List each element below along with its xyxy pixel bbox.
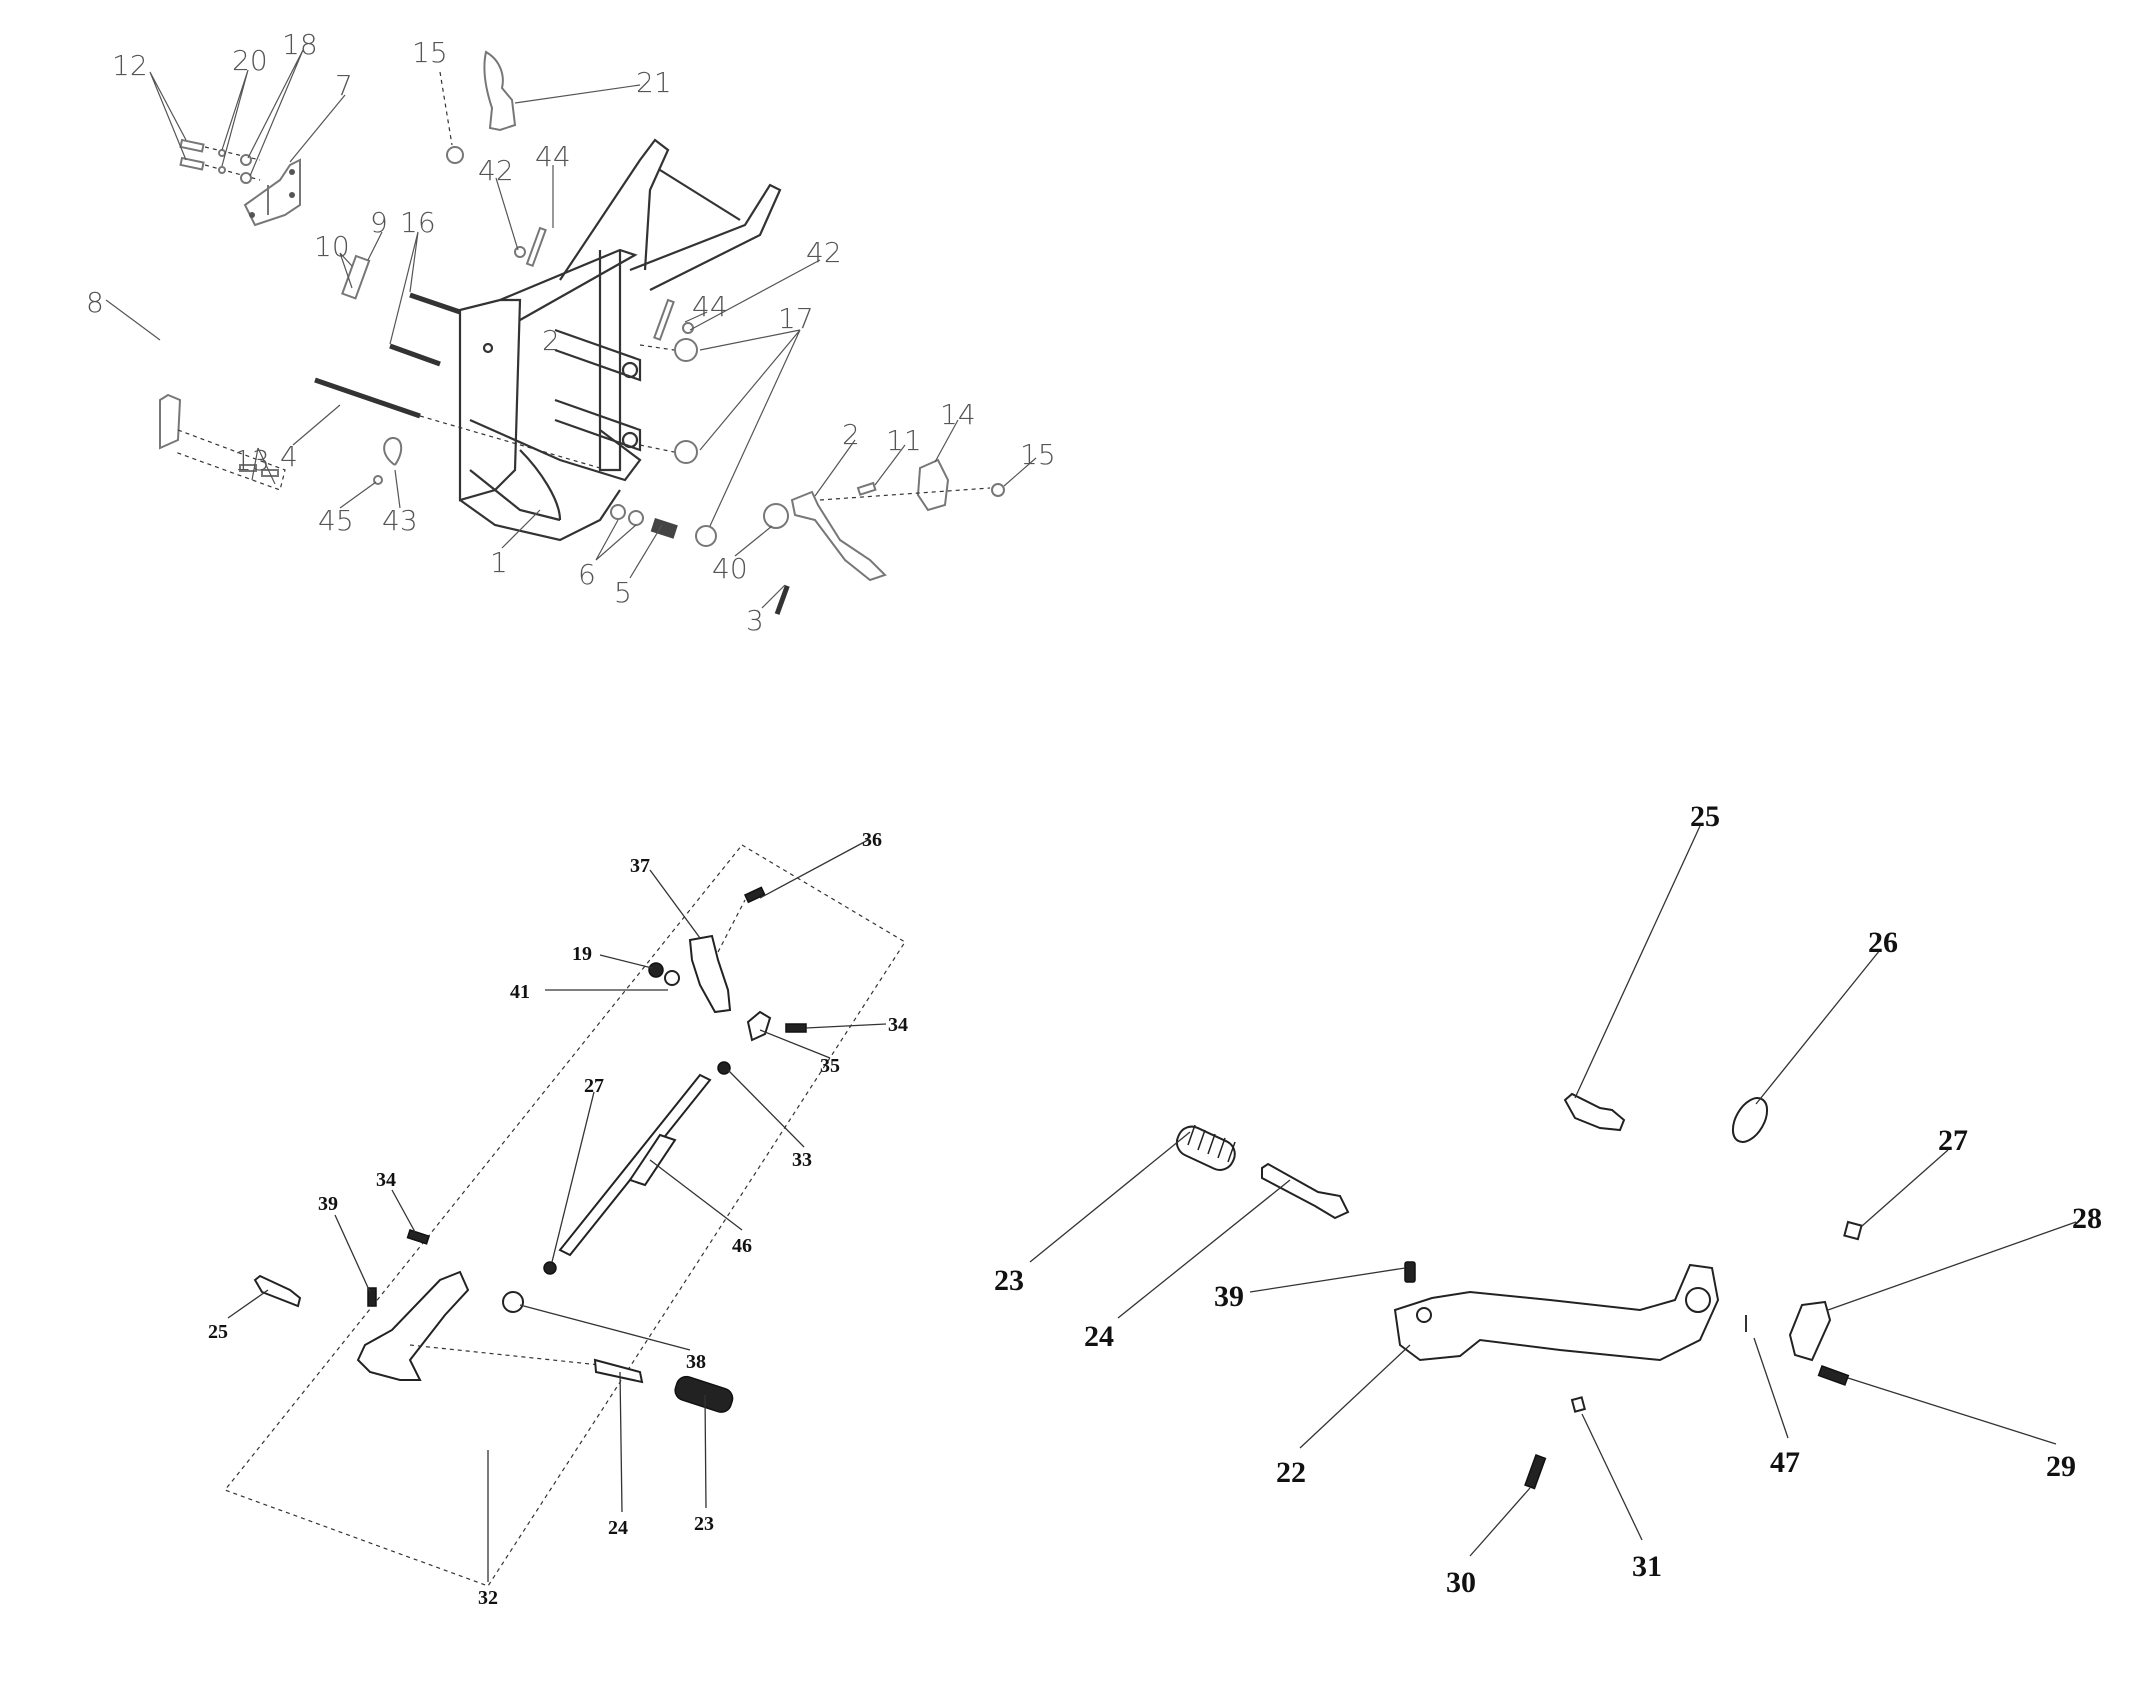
callout-34: 34 (888, 1014, 908, 1036)
callout-15: 15 (412, 36, 448, 69)
callout-2: 2 (542, 324, 560, 357)
nut-17-part (639, 338, 789, 547)
nut-part (446, 146, 464, 164)
callout-42: 42 (478, 154, 514, 187)
callout-6: 6 (578, 558, 596, 591)
callout-38: 38 (686, 1351, 706, 1373)
callout-31: 31 (1632, 1550, 1662, 1583)
callout-43: 43 (382, 504, 418, 537)
callout-9: 9 (370, 206, 388, 239)
callout-7: 7 (335, 69, 353, 102)
callout-47: 47 (1770, 1446, 1800, 1479)
callout-27: 27 (584, 1075, 604, 1097)
callout-40: 40 (712, 552, 748, 585)
callout-32: 32 (478, 1587, 498, 1609)
callout-30: 30 (1446, 1566, 1476, 1599)
callout-39r: 39 (1214, 1280, 1244, 1313)
callout-5: 5 (614, 576, 632, 609)
callout-4: 4 (280, 440, 298, 473)
callout-11: 11 (886, 424, 922, 457)
callout-44b: 44 (692, 290, 728, 323)
callout-33: 33 (792, 1149, 812, 1171)
callout-45: 45 (318, 504, 354, 537)
callout-14: 14 (940, 398, 976, 431)
callout-15b: 15 (1020, 438, 1056, 471)
callout-36: 36 (862, 829, 882, 851)
callout-8: 8 (86, 286, 104, 319)
foot-bracket-part (159, 393, 182, 450)
shift-arm-part (688, 934, 732, 1014)
bolt-part (179, 138, 261, 184)
callout-28: 28 (2072, 1202, 2102, 1235)
shift-lever-labels: 25 26 27 28 23 24 39 22 47 29 30 31 (994, 800, 2102, 1599)
callout-21: 21 (636, 66, 672, 99)
mount-bracket-part (243, 158, 301, 227)
callout-46: 46 (732, 1235, 752, 1257)
callout-19: 19 (572, 943, 592, 965)
callout-1: 1 (490, 546, 508, 579)
shift-lever-part (1393, 1263, 1720, 1362)
callout-18: 18 (282, 28, 318, 61)
callout-24r: 24 (1084, 1320, 1114, 1353)
callout-41: 41 (510, 981, 530, 1003)
shift-lever-diagram (1175, 1092, 1863, 1490)
callout-34b: 34 (376, 1169, 396, 1191)
callout-23r: 23 (994, 1264, 1024, 1297)
callout-12: 12 (112, 49, 148, 82)
callout-10: 10 (314, 230, 350, 263)
callout-27r: 27 (1938, 1124, 1968, 1157)
callout-39: 39 (318, 1193, 338, 1215)
side-stand-part (790, 490, 887, 582)
shift-rod-part (558, 1073, 712, 1257)
callout-25: 25 (208, 1321, 228, 1343)
callout-3: 3 (746, 604, 764, 637)
callout-26: 26 (1868, 926, 1898, 959)
callout-23: 23 (694, 1513, 714, 1535)
frame-assembly-labels: 12 20 18 7 15 21 42 44 10 9 16 8 2 42 44… (86, 28, 1056, 637)
assembly-boundary (224, 844, 906, 1587)
callout-25r: 25 (1690, 800, 1720, 833)
callout-42b: 42 (806, 236, 842, 269)
callout-20: 20 (232, 44, 268, 77)
pivot-shaft-part (1563, 1092, 1626, 1132)
main-frame-part (458, 138, 782, 542)
callout-17: 17 (778, 302, 814, 335)
callout-2b: 2 (842, 418, 860, 451)
callout-44: 44 (535, 140, 571, 173)
callout-24: 24 (608, 1517, 628, 1539)
callout-22: 22 (1276, 1456, 1306, 1489)
shift-linkage-labels: 36 37 19 41 34 35 33 27 46 34 39 25 38 2… (208, 829, 908, 1609)
frame-assembly-diagram (159, 50, 1005, 615)
cover-plate-part (483, 50, 517, 132)
callout-16: 16 (400, 206, 436, 239)
shift-linkage-diagram (224, 844, 906, 1587)
callout-13: 13 (234, 444, 270, 477)
shift-pedal-part (356, 1270, 470, 1381)
callout-37: 37 (630, 855, 650, 877)
callout-35: 35 (820, 1055, 840, 1077)
callout-29: 29 (2046, 1450, 2076, 1483)
spring-plate-part (916, 458, 950, 512)
